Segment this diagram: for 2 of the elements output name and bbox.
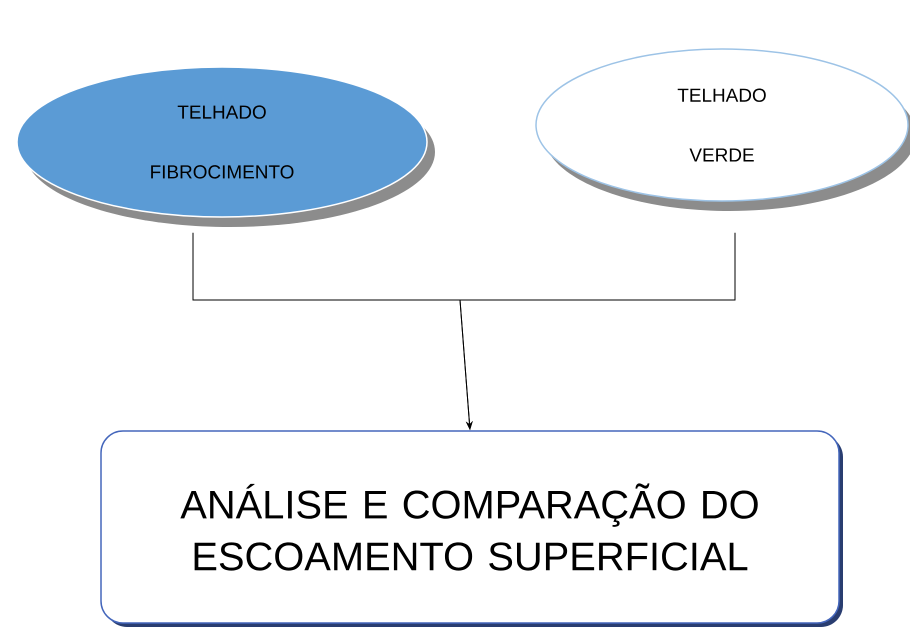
rounded-box: ANÁLISE E COMPARAÇÃO DO ESCOAMENTO SUPERFICIAL — [100, 430, 843, 627]
node-label: TELHADO VERDE — [678, 88, 766, 162]
